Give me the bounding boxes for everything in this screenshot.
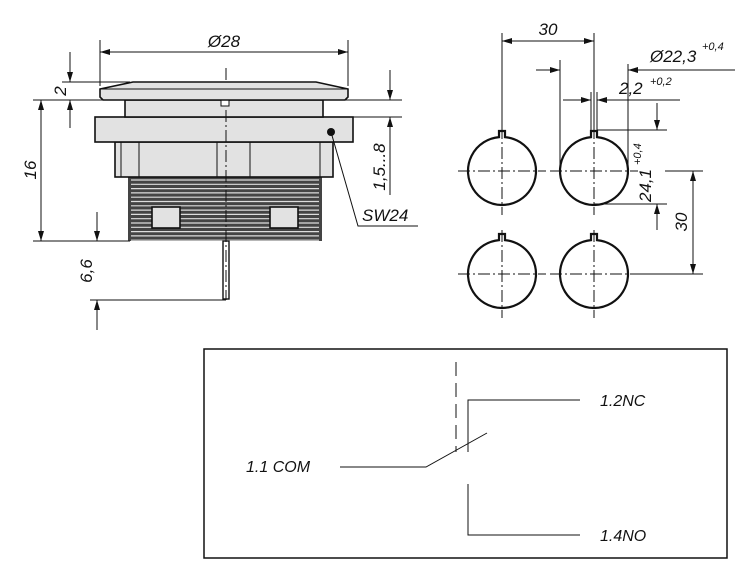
dim-pin: 6,6 (77, 259, 96, 283)
dim-height: 16 (21, 160, 40, 179)
nut-flange (94, 116, 354, 143)
cutout-hole (458, 230, 546, 318)
dim-diameter: Ø28 (207, 32, 241, 51)
button-cap (99, 81, 349, 101)
nc-label: 1.2NC (600, 393, 646, 410)
cutout-hole (550, 127, 638, 215)
dim-hole-diameter: Ø22,3 (649, 47, 697, 66)
cutout-hole (458, 127, 546, 215)
dim-hole-diameter-tol: +0,4 (702, 41, 724, 53)
dim-spacing-h: 30 (539, 20, 558, 39)
wrench-size-label: SW24 (362, 206, 408, 225)
dim-key-width-tol: +0,2 (650, 76, 672, 88)
dim-key-height-tol: +0,4 (632, 143, 644, 165)
hex-body (114, 141, 334, 178)
switch-schematic: 1.1 COM 1.2NC 1.4NO (203, 348, 728, 559)
side-view: Ø28 2 16 6,6 1,5...8 SW24 (21, 32, 418, 330)
dim-spacing-v: 30 (672, 212, 691, 231)
dim-key-height: 24,1 (636, 169, 655, 203)
dim-cap-height: 2 (51, 86, 70, 97)
dim-key-width: 2,2 (618, 79, 643, 98)
com-label: 1.1 COM (246, 459, 311, 476)
cutout-view: 30 Ø22,3 +0,4 2,2 +0,2 24,1 +0,4 30 (458, 20, 735, 318)
dim-panel-thickness: 1,5...8 (370, 143, 389, 191)
latch-window-left (151, 206, 181, 229)
no-label: 1.4NO (600, 528, 646, 545)
latch-window-right (269, 206, 299, 229)
schematic-frame (203, 348, 728, 559)
cutout-hole (550, 230, 638, 318)
